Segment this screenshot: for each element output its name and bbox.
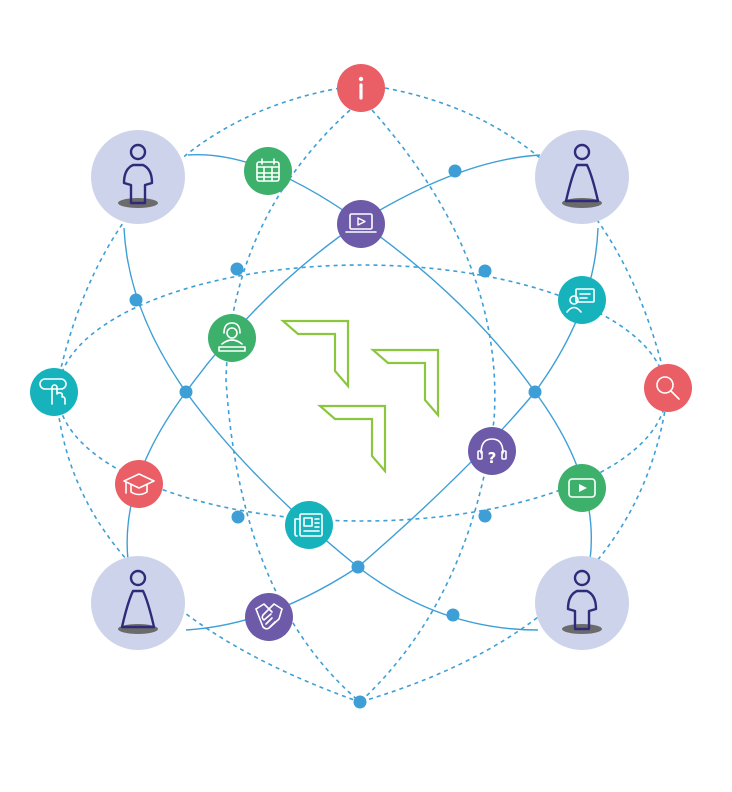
laptop-video-icon [337,200,385,248]
junction-dot [351,560,365,574]
video-play-icon [558,464,606,512]
logo-chevron-top [280,319,350,389]
junction-dot [129,293,143,307]
svg-text:?: ? [488,449,497,467]
junction-dot [230,262,244,276]
center-logo [280,319,440,474]
inner-orbit-left [225,109,361,703]
junction-dot [448,164,462,178]
junction-dot [528,385,542,399]
avatar-top-left [91,130,185,224]
link-tr-to-bl [126,154,541,561]
link-tl-down [123,227,539,631]
newspaper-icon [285,501,333,549]
junction-dot [446,608,460,622]
link-tr-down [185,227,599,631]
avatar-top-right [535,130,629,224]
support-agent-icon [208,314,256,362]
touch-click-icon [30,368,78,416]
junction-dot [353,695,367,709]
link-tl-to-br [187,153,593,561]
headset-question-icon: ? [468,427,516,475]
presenter-board-icon [558,276,606,324]
avatar-bottom-left [91,556,185,650]
junction-dot [179,385,193,399]
avatar-bottom-right [535,556,629,650]
junction-dots [129,164,542,709]
calendar-icon [244,147,292,195]
junction-dot [231,510,245,524]
handshake-icon [245,593,293,641]
logo-chevron-right [370,348,440,418]
junction-dot [478,264,492,278]
graduation-cap-icon [115,460,163,508]
info-icon [337,64,385,112]
search-icon [644,364,692,412]
junction-dot [478,509,492,523]
logo-chevron-bottom [317,404,387,474]
